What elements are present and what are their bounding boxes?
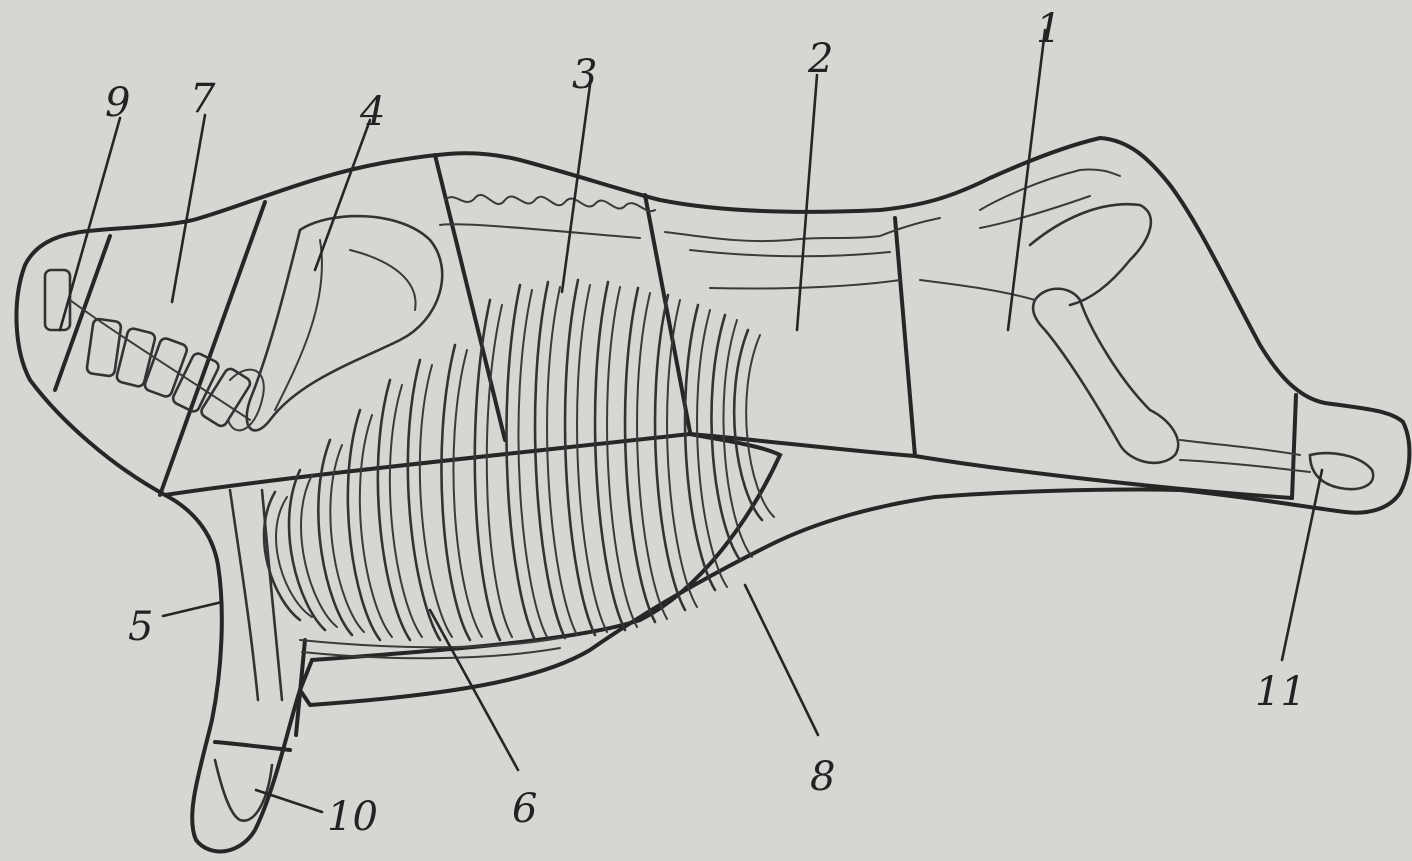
rib-edge-11 [577, 285, 607, 632]
rib-edge-5 [390, 385, 422, 637]
label-9: 9 [105, 80, 130, 126]
leader-7 [172, 115, 205, 302]
leader-3 [562, 85, 590, 292]
label-1: 1 [1036, 6, 1061, 52]
leader-5 [163, 602, 222, 616]
leader-4 [315, 120, 370, 270]
label-5: 5 [128, 604, 153, 650]
rib-edge-9 [518, 290, 547, 637]
cut-lines [55, 155, 1296, 750]
rib-edge-12 [607, 287, 637, 627]
label-6: 6 [512, 786, 537, 832]
cut-line-shoulder [160, 202, 265, 495]
cut-line-fore-shank-side [296, 640, 305, 735]
rib-edge-6 [420, 365, 452, 637]
neck-vertebrae [45, 270, 252, 428]
leader-2 [797, 75, 817, 330]
rib-edge-13 [637, 293, 667, 619]
rib-17 [734, 330, 762, 520]
spinous-processes [440, 169, 1120, 288]
ribs [264, 280, 774, 640]
leader-9 [60, 118, 120, 330]
label-10: 10 [327, 794, 378, 840]
label-7: 7 [190, 76, 216, 122]
leader-8 [745, 585, 818, 735]
scapula [228, 216, 442, 430]
cut-line-loin [895, 218, 915, 456]
cut-line-neck [55, 236, 110, 390]
label-4: 4 [359, 89, 385, 135]
cut-line-hind-shank [1292, 395, 1296, 498]
rib-edge-4 [360, 415, 392, 637]
cut-line-fore-shank [215, 742, 290, 750]
label-2: 2 [807, 36, 833, 82]
rib-edge-10 [547, 287, 577, 635]
leader-1 [1008, 30, 1045, 330]
label-3: 3 [572, 52, 597, 98]
label-8: 8 [810, 754, 835, 800]
label-11: 11 [1255, 669, 1306, 715]
number-labels: 1 2 3 4 5 6 7 8 9 10 11 [105, 6, 1306, 840]
hind-leg-bones [920, 204, 1373, 489]
rib-edge-14 [667, 300, 697, 607]
